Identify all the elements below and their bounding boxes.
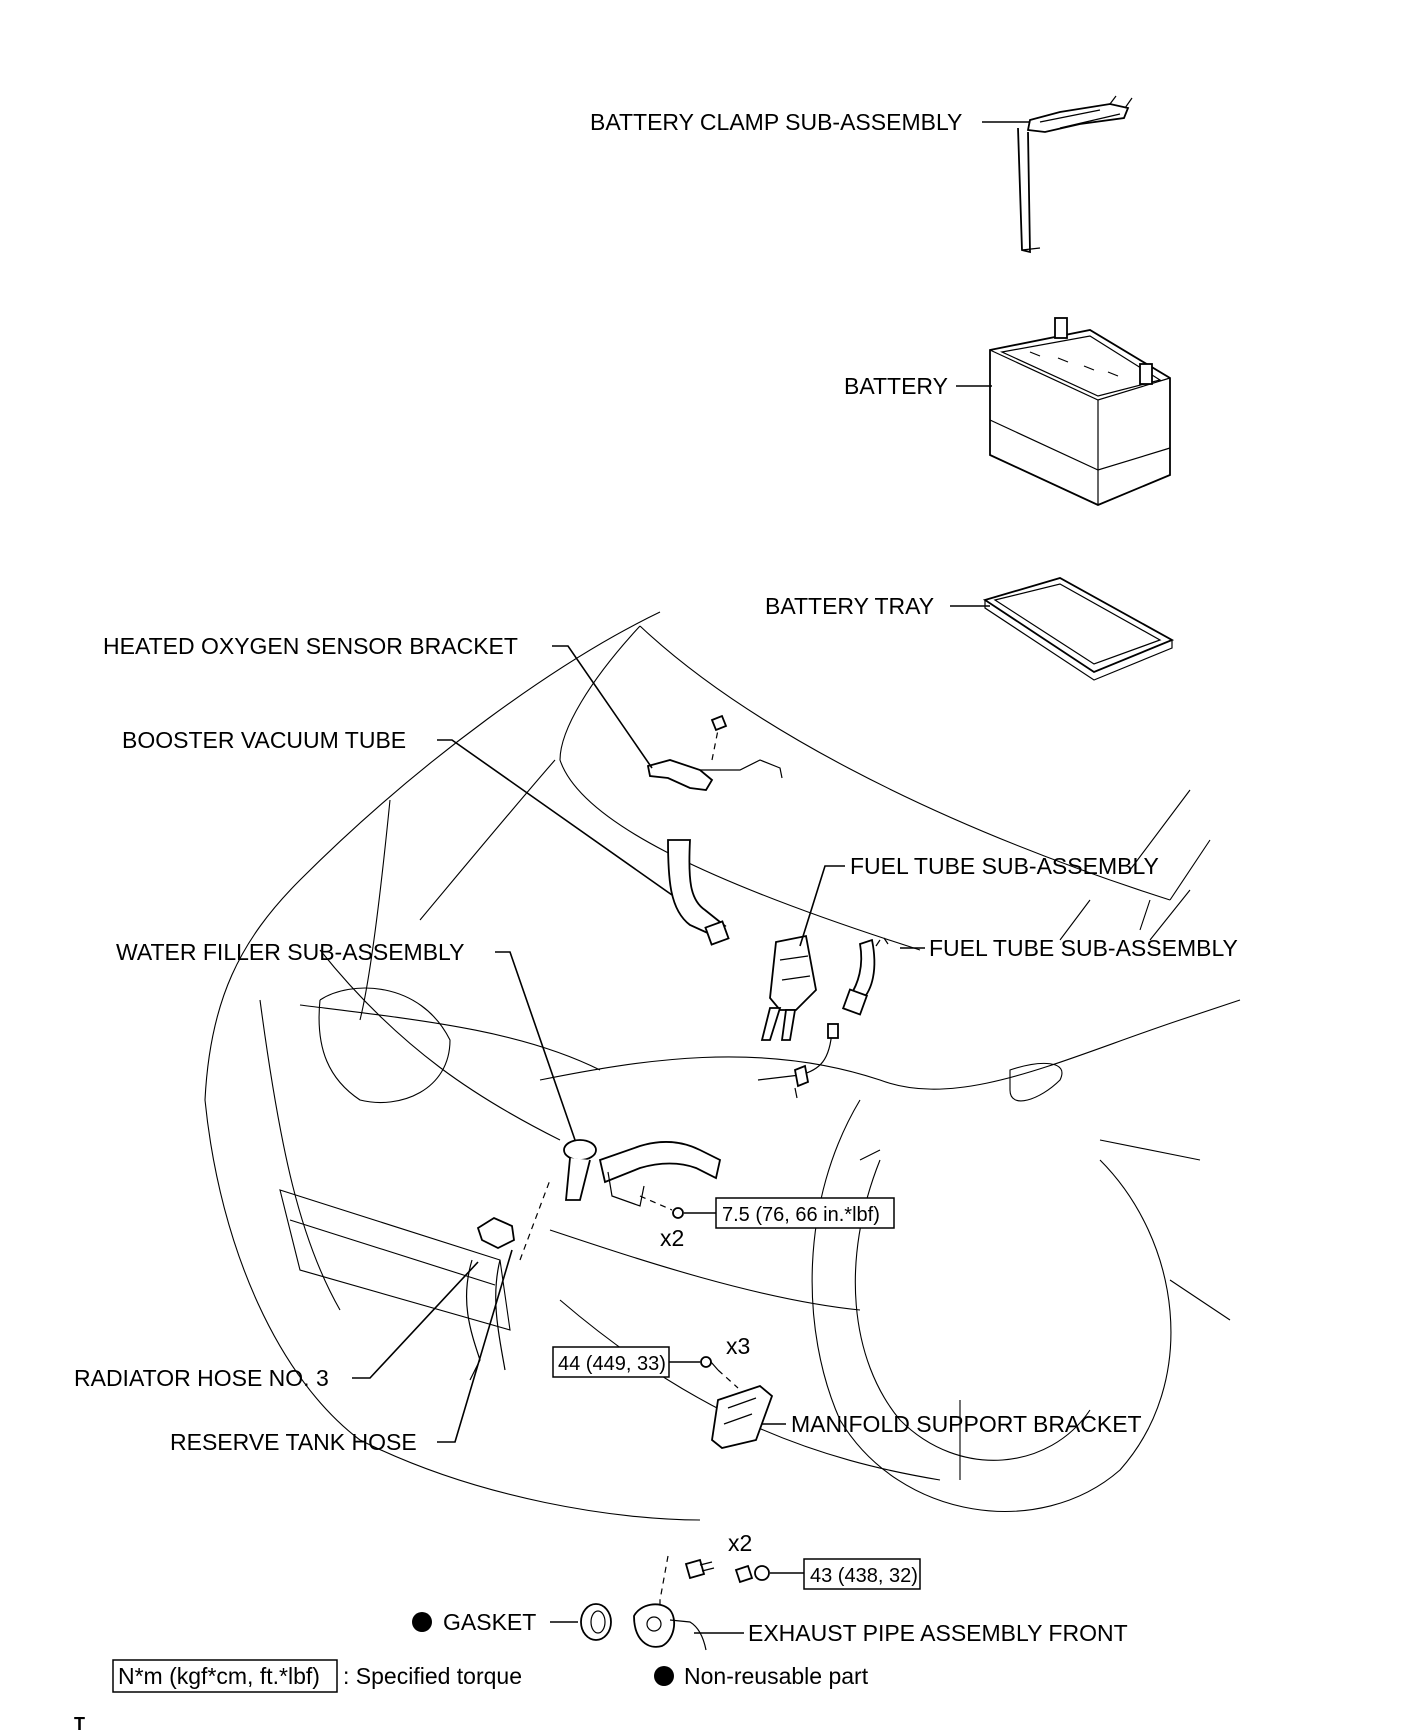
bolt-7-5-drawing bbox=[639, 1195, 684, 1219]
leader-booster-vacuum-tube bbox=[437, 739, 673, 896]
torque-value-43: 43 (438, 32) bbox=[810, 1565, 918, 1587]
label-battery: BATTERY bbox=[844, 373, 948, 399]
leader-oxygen-sensor-bracket bbox=[552, 645, 653, 769]
exhaust-pipe-drawing bbox=[633, 1603, 707, 1651]
fuel-tube-1-drawing bbox=[760, 934, 817, 1041]
quantity-x3: x3 bbox=[726, 1333, 750, 1359]
legend-nonreusable-description: Non-reusable part bbox=[684, 1663, 869, 1689]
label-fuel-tube-2: FUEL TUBE SUB-ASSEMBLY bbox=[929, 935, 1238, 961]
label-booster-vacuum-tube: BOOSTER VACUUM TUBE bbox=[122, 727, 406, 753]
label-gasket: GASKET bbox=[443, 1609, 536, 1635]
torque-box-44 bbox=[552, 1346, 670, 1378]
label-battery-clamp: BATTERY CLAMP SUB-ASSEMBLY bbox=[590, 109, 962, 135]
bolt-44-drawing bbox=[700, 1356, 739, 1389]
legend-nonreusable-marker bbox=[654, 1666, 674, 1686]
torque-value-44: 44 (449, 33) bbox=[558, 1353, 666, 1375]
label-radiator-hose: RADIATOR HOSE NO. 3 bbox=[74, 1365, 329, 1391]
gasket-drawing bbox=[580, 1603, 612, 1641]
leader-water-filler bbox=[495, 951, 576, 1141]
manifold-bracket-drawing bbox=[711, 1384, 774, 1449]
battery-clamp-drawing bbox=[1017, 95, 1133, 254]
footer-mark: T bbox=[74, 1714, 85, 1734]
label-oxygen-sensor-bracket: HEATED OXYGEN SENSOR BRACKET bbox=[103, 633, 518, 659]
oxygen-sensor-bracket-drawing bbox=[646, 714, 783, 791]
quantity-x2-b: x2 bbox=[728, 1530, 752, 1556]
legend-torque-description: : Specified torque bbox=[343, 1663, 522, 1689]
bolt-43-drawing bbox=[659, 1555, 770, 1620]
booster-vacuum-tube-drawing bbox=[667, 839, 730, 946]
torque-value-7-5: 7.5 (76, 66 in.*lbf) bbox=[722, 1204, 880, 1226]
label-battery-tray: BATTERY TRAY bbox=[765, 593, 934, 619]
label-reserve-tank-hose: RESERVE TANK HOSE bbox=[170, 1429, 417, 1455]
label-exhaust-pipe: EXHAUST PIPE ASSEMBLY FRONT bbox=[748, 1620, 1128, 1646]
leader-fuel-tube-1 bbox=[799, 865, 845, 947]
battery-tray-drawing bbox=[982, 577, 1175, 681]
legend-torque-box bbox=[112, 1659, 338, 1693]
label-manifold-bracket: MANIFOLD SUPPORT BRACKET bbox=[791, 1411, 1142, 1437]
legend-torque-units: N*m (kgf*cm, ft.*lbf) bbox=[118, 1663, 320, 1689]
fuel-tube-2-drawing bbox=[757, 937, 889, 1099]
torque-box-7-5 bbox=[715, 1197, 895, 1229]
nonreusable-marker-gasket bbox=[412, 1612, 432, 1632]
quantity-x2-a: x2 bbox=[660, 1225, 684, 1251]
leader-radiator-hose bbox=[352, 1261, 479, 1379]
torque-box-43 bbox=[803, 1558, 921, 1590]
radiator-hose-drawing bbox=[465, 1179, 551, 1381]
label-water-filler: WATER FILLER SUB-ASSEMBLY bbox=[116, 939, 464, 965]
label-fuel-tube-1: FUEL TUBE SUB-ASSEMBLY bbox=[850, 853, 1159, 879]
battery-drawing bbox=[989, 317, 1171, 506]
leader-reserve-tank-hose bbox=[437, 1249, 513, 1443]
water-filler-drawing bbox=[563, 1139, 722, 1207]
